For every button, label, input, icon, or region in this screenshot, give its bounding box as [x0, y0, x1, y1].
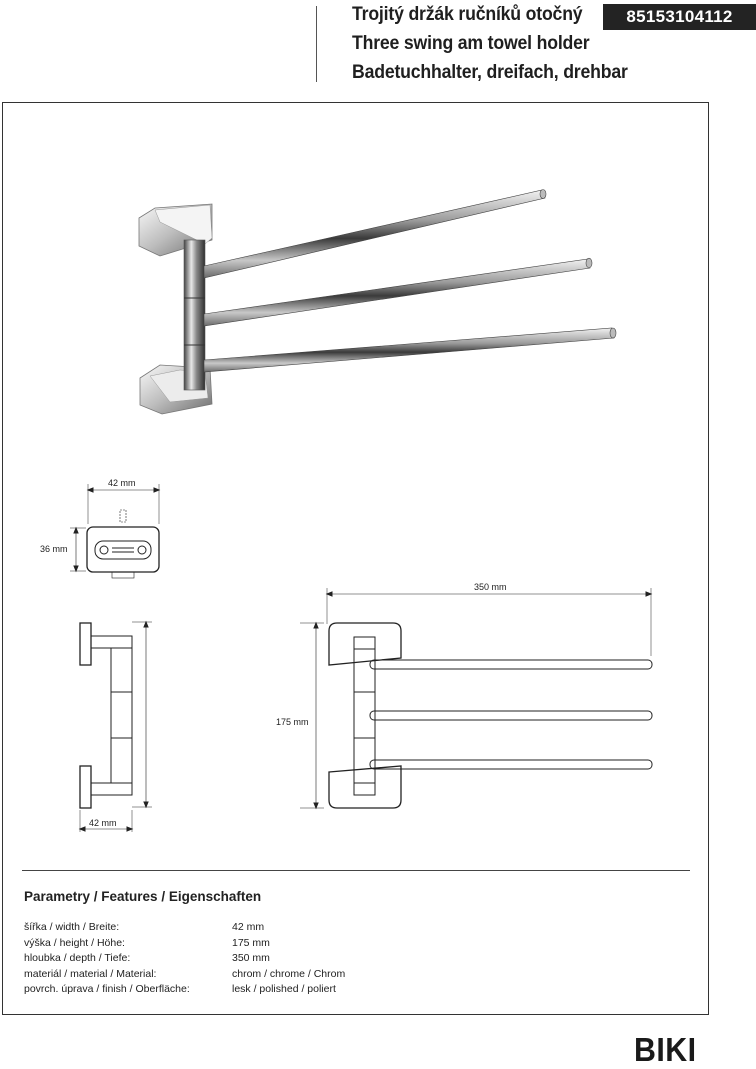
param-value: 350 mm — [232, 952, 270, 964]
param-value: 42 mm — [232, 921, 265, 933]
params-divider — [22, 870, 690, 871]
dim-front-width: 350 mm — [474, 582, 507, 592]
params-table: šířka / width / Breite: 42 mm výška / he… — [24, 920, 345, 998]
side-view-drawing — [78, 620, 152, 832]
params-title: Parametry / Features / Eigenschaften — [24, 889, 262, 904]
param-row-finish: povrch. úprava / finish / Oberfläche: le… — [24, 982, 345, 998]
brand-logo: BIKI — [634, 1031, 697, 1068]
param-row-height: výška / height / Höhe: 175 mm — [24, 936, 345, 952]
param-value: 175 mm — [232, 936, 270, 949]
dim-front-height: 175 mm — [276, 717, 309, 727]
dim-top-height: 36 mm — [40, 544, 68, 554]
param-label: povrch. úprava / finish / Oberfläche: — [24, 983, 190, 995]
product-illustration — [138, 189, 617, 415]
param-row-width: šířka / width / Breite: 42 mm — [24, 920, 345, 936]
header-divider — [316, 6, 317, 82]
param-label: hloubka / depth / Tiefe: — [24, 952, 131, 964]
top-view-drawing — [70, 484, 161, 579]
front-view-drawing — [300, 588, 653, 810]
product-titles: Trojitý držák ručníků otočný Three swing… — [352, 0, 648, 87]
param-row-depth: hloubka / depth / Tiefe: 350 mm — [24, 951, 345, 967]
product-code-badge: 85153104112 — [603, 4, 756, 30]
param-label: šířka / width / Breite: — [24, 921, 120, 933]
param-value: lesk / polished / poliert — [232, 983, 336, 995]
param-label: výška / height / Höhe: — [24, 936, 125, 949]
param-value: chrom / chrome / Chrom — [232, 967, 346, 980]
dim-side-width: 42 mm — [89, 818, 117, 828]
spec-sheet-frame — [2, 102, 709, 1015]
param-label: materiál / material / Material: — [24, 967, 157, 980]
title-german: Badetuchhalter, dreifach, drehbar — [352, 62, 628, 83]
param-row-material: materiál / material / Material: chrom / … — [24, 967, 345, 983]
dim-top-width: 42 mm — [108, 478, 136, 488]
title-english: Three swing am towel holder — [352, 33, 590, 54]
title-czech: Trojitý držák ručníků otočný — [352, 4, 583, 25]
